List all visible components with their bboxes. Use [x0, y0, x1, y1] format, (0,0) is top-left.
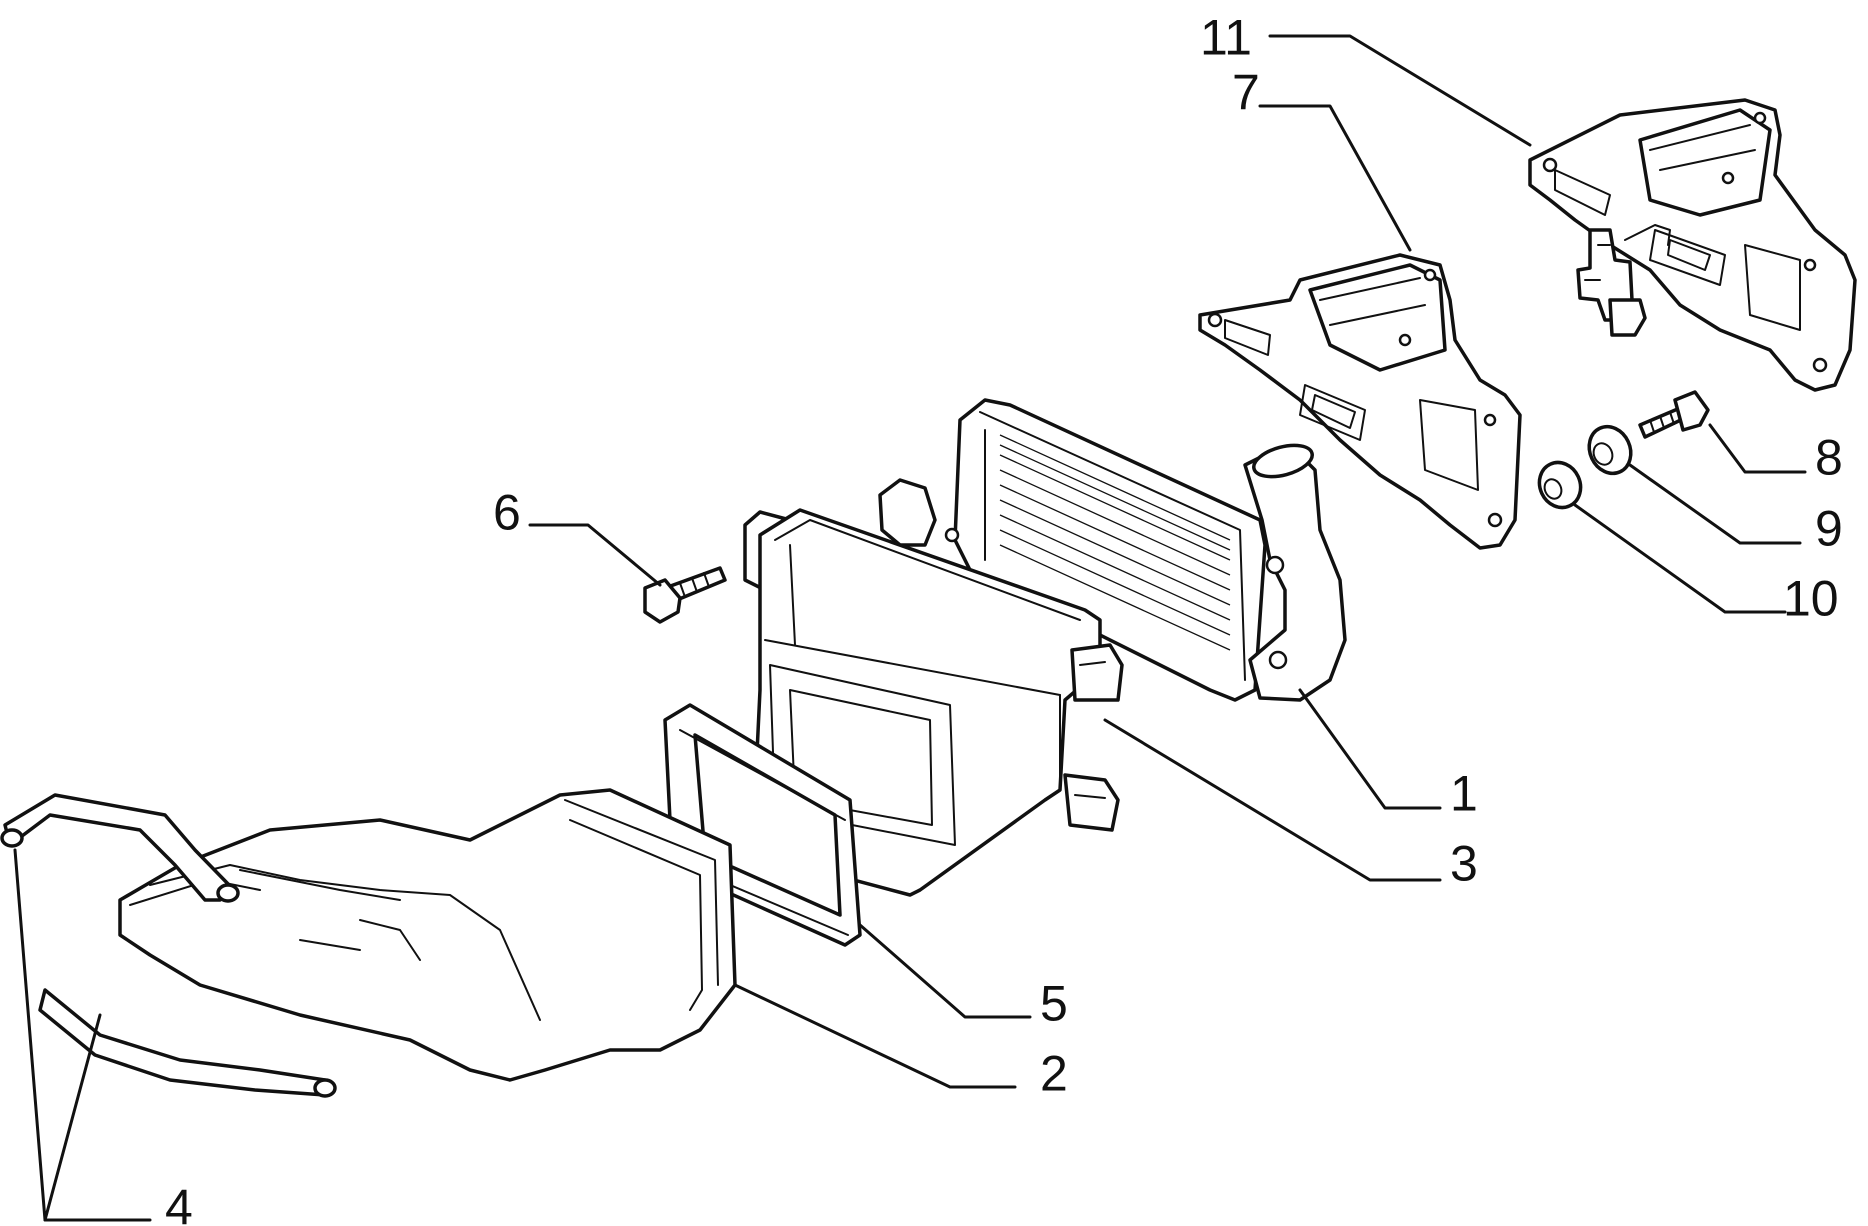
duct-2 [118, 788, 737, 1082]
bracket-7 [1198, 253, 1522, 550]
callout-8: 8 [1815, 430, 1843, 486]
screw-8 [1638, 390, 1710, 439]
hoses-4 [0, 793, 337, 1098]
callout-2: 2 [1040, 1046, 1068, 1102]
callout-4: 4 [165, 1180, 193, 1226]
bolt-6 [643, 566, 727, 624]
callout-11: 11 [1200, 10, 1252, 66]
callout-3: 3 [1450, 836, 1478, 892]
callout-5: 5 [1040, 976, 1068, 1032]
bracket-11 [1528, 98, 1857, 392]
leader-lines [13, 34, 1807, 1222]
bush-10 [1537, 460, 1583, 510]
callout-10: 10 [1783, 571, 1839, 627]
callout-labels: 11 7 6 8 9 10 1 3 5 2 4 [165, 10, 1843, 1226]
callout-6: 6 [493, 485, 521, 541]
callout-7: 7 [1232, 65, 1260, 121]
washer-9 [1587, 424, 1633, 476]
callout-1: 1 [1450, 766, 1478, 822]
callout-9: 9 [1815, 501, 1843, 557]
intercooler-1 [878, 398, 1347, 702]
